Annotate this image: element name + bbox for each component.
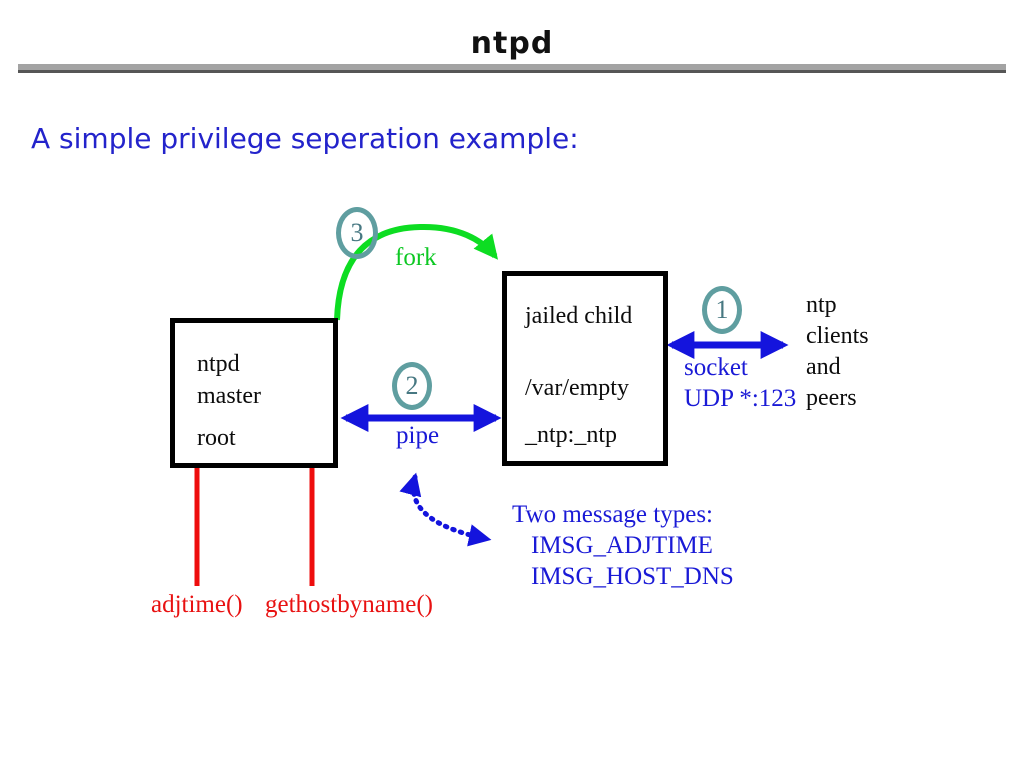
peers-line: clients — [806, 323, 869, 349]
gethostbyname-label: gethostbyname() — [265, 591, 434, 618]
step-1-number: 1 — [715, 295, 729, 324]
message-type-item: IMSG_HOST_DNS — [531, 563, 734, 590]
child-box-line: _ntp:_ntp — [525, 422, 618, 448]
step-3-number: 3 — [350, 218, 364, 247]
master-box-line: root — [197, 425, 236, 451]
adjtime-label: adjtime() — [151, 591, 243, 618]
message-types-title: Two message types: — [512, 501, 713, 528]
child-box-line: /var/empty — [525, 375, 629, 401]
master-box: ntpd master root — [170, 318, 338, 468]
message-types-arrow — [399, 472, 492, 547]
child-box-line: jailed child — [525, 303, 633, 329]
master-box-line: ntpd — [197, 351, 240, 377]
page-title: ntpd — [470, 26, 554, 61]
step-3-badge: 3 — [336, 207, 378, 259]
title-rule — [18, 64, 1006, 73]
socket-label: socket UDP *:123 — [684, 352, 796, 414]
peers-line: peers — [806, 385, 857, 411]
socket-label-line1: socket — [684, 354, 748, 381]
slide-heading: A simple privilege seperation example: — [31, 122, 579, 155]
fork-label: fork — [395, 244, 437, 271]
step-1-badge: 1 — [702, 286, 742, 334]
ntp-peers-label: ntp clients and peers — [806, 290, 869, 414]
jailed-child-box: jailed child /var/empty _ntp:_ntp — [502, 271, 668, 466]
message-type-item: IMSG_ADJTIME — [531, 532, 713, 559]
pipe-label: pipe — [396, 422, 440, 449]
peers-line: ntp — [806, 292, 837, 318]
peers-line: and — [806, 354, 841, 380]
socket-label-line2: UDP *:123 — [684, 385, 797, 412]
step-2-badge: 2 — [392, 362, 432, 410]
step-2-number: 2 — [405, 371, 419, 400]
master-box-line: master — [197, 383, 261, 409]
